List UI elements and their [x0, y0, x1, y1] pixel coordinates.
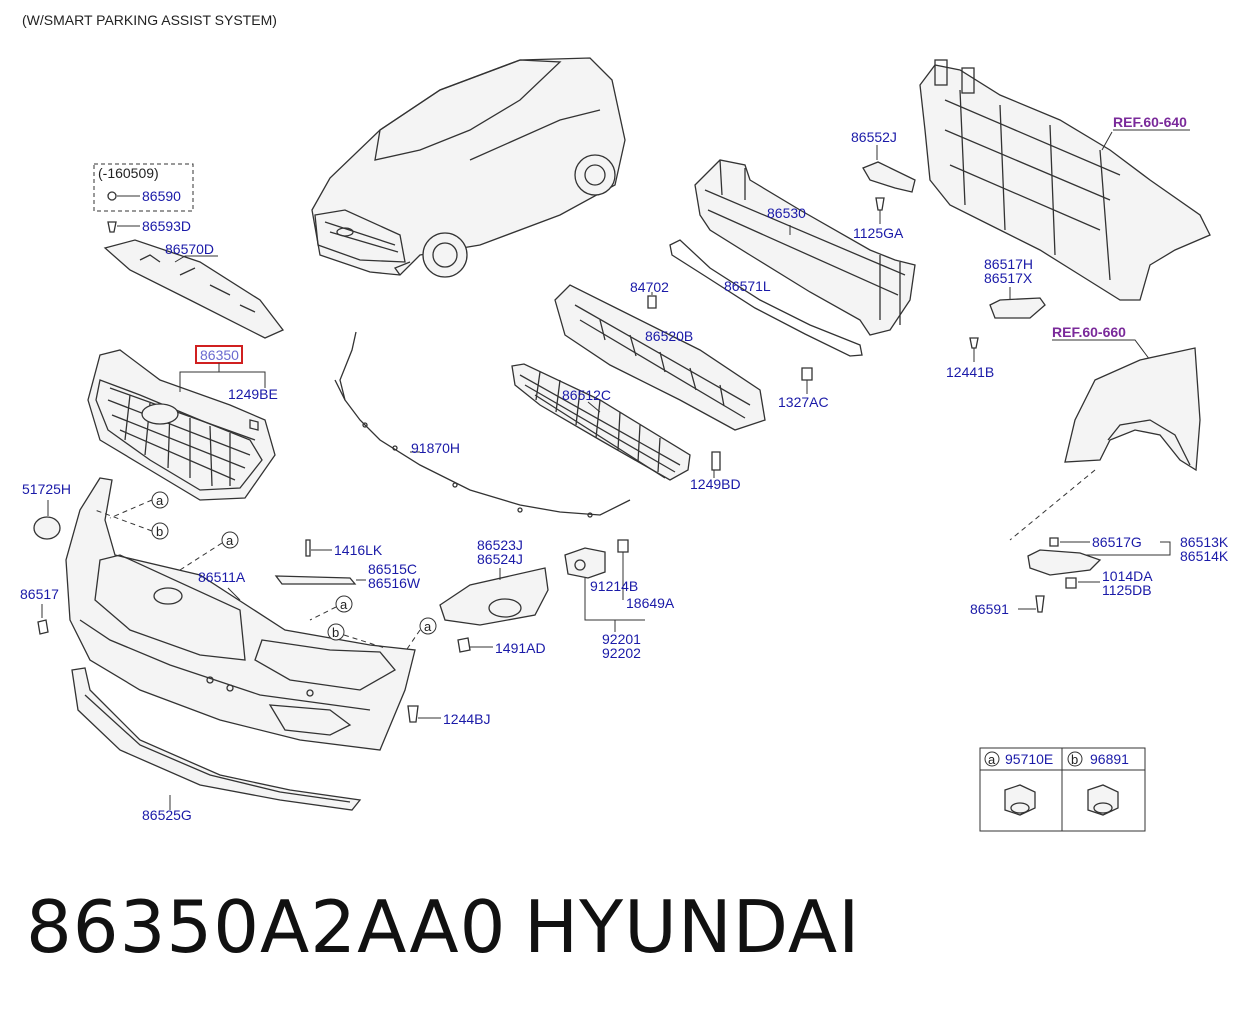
- label-92201[interactable]: 92201: [602, 631, 641, 647]
- lower-bar-group: 86571L 1327AC: [669, 239, 863, 410]
- label-86514K[interactable]: 86514K: [1180, 548, 1229, 564]
- label-86571L[interactable]: 86571L: [724, 278, 771, 294]
- label-1244BJ[interactable]: 1244BJ: [443, 711, 490, 727]
- fender-group: REF.60-660: [1009, 324, 1201, 541]
- energy-absorber-group: 84702 86520B: [554, 279, 766, 431]
- label-86593D[interactable]: 86593D: [142, 218, 191, 234]
- label-86530[interactable]: 86530: [767, 205, 806, 221]
- label-86512C[interactable]: 86512C: [562, 387, 611, 403]
- legend-box: a 95710E b 96891: [979, 747, 1146, 832]
- label-12441B[interactable]: 12441B: [946, 364, 994, 380]
- radiator-grille-group: 86350 1249BE: [87, 345, 278, 501]
- variant-box-label: (-160509): [98, 165, 159, 181]
- side-bracket-group: 86517H 86517X 12441B: [946, 256, 1046, 380]
- callout-a-1: a: [156, 493, 164, 508]
- bumper-cover-group: a b a 86511A a b a: [65, 477, 437, 751]
- legend-key-b: b: [1071, 752, 1078, 767]
- lower-lip-group: 86525G 1244BJ: [71, 667, 490, 823]
- label-91214B[interactable]: 91214B: [590, 578, 638, 594]
- label-86570D[interactable]: 86570D: [165, 241, 214, 257]
- lower-grille-group: 86512C 1249BD: [511, 363, 741, 492]
- label-18649A[interactable]: 18649A: [626, 595, 675, 611]
- legend-key-a: a: [988, 752, 996, 767]
- upper-cover-group: (-160509) 86590 86593D 86570D: [93, 163, 285, 339]
- label-1249BE[interactable]: 1249BE: [228, 386, 278, 402]
- label-1491AD[interactable]: 1491AD: [495, 640, 546, 656]
- label-1327AC[interactable]: 1327AC: [778, 394, 829, 410]
- label-1125DB[interactable]: 1125DB: [1102, 582, 1152, 598]
- label-1125GA[interactable]: 1125GA: [853, 225, 904, 241]
- callout-a-3: a: [340, 597, 348, 612]
- label-86591[interactable]: 86591: [970, 601, 1009, 617]
- label-86520B[interactable]: 86520B: [645, 328, 693, 344]
- legend-part-96891[interactable]: 96891: [1090, 751, 1129, 767]
- label-86552J[interactable]: 86552J: [851, 129, 897, 145]
- vehicle-illustration: [311, 57, 626, 278]
- carrier-group: REF.60-640: [919, 59, 1211, 301]
- emblem-group: 51725H 86517: [20, 481, 71, 635]
- lower-bracket-group: 86517G 86513K 86514K 1014DA 1125DB 86591: [970, 534, 1229, 617]
- header-note: (W/SMART PARKING ASSIST SYSTEM): [22, 12, 277, 28]
- footer-part-number: 86350A2AA0: [26, 885, 507, 969]
- label-84702[interactable]: 84702: [630, 279, 669, 295]
- garnish-group: 1416LK 86515C 86516W: [274, 539, 421, 591]
- label-86525G[interactable]: 86525G: [142, 807, 192, 823]
- label-51725H[interactable]: 51725H: [22, 481, 71, 497]
- bracket-86552J-group: 86552J 1125GA: [851, 129, 916, 241]
- label-86524J[interactable]: 86524J: [477, 551, 523, 567]
- ref-60-640[interactable]: REF.60-640: [1113, 114, 1187, 130]
- bumper-beam-group: 86530: [694, 159, 916, 336]
- sensor-icon-b: [1087, 784, 1119, 816]
- parts-diagram: (W/SMART PARKING ASSIST SYSTEM) (-160509…: [20, 12, 1229, 832]
- callout-a-2: a: [226, 533, 234, 548]
- label-86517[interactable]: 86517: [20, 586, 59, 602]
- label-86517G[interactable]: 86517G: [1092, 534, 1142, 550]
- label-86350[interactable]: 86350: [200, 347, 239, 363]
- label-91870H[interactable]: 91870H: [411, 440, 460, 456]
- fog-lamp-group: 86523J 86524J 1491AD 91214B 18649A 92201…: [439, 537, 675, 661]
- label-86511A[interactable]: 86511A: [198, 569, 246, 585]
- label-86515C[interactable]: 86515C: [368, 561, 417, 577]
- label-1014DA[interactable]: 1014DA: [1102, 568, 1153, 584]
- label-86517H[interactable]: 86517H: [984, 256, 1033, 272]
- sensor-icon-a: [1004, 784, 1036, 816]
- callout-b-1: b: [156, 524, 163, 539]
- label-86523J[interactable]: 86523J: [477, 537, 523, 553]
- legend-part-95710E[interactable]: 95710E: [1005, 751, 1053, 767]
- label-1249BD[interactable]: 1249BD: [690, 476, 741, 492]
- label-86513K[interactable]: 86513K: [1180, 534, 1229, 550]
- ref-60-660[interactable]: REF.60-660: [1052, 324, 1126, 340]
- footer-brand: HYUNDAI: [524, 885, 861, 969]
- callout-a-4: a: [424, 619, 432, 634]
- wiring-harness-group: 91870H: [334, 331, 631, 518]
- label-92202[interactable]: 92202: [602, 645, 641, 661]
- label-1416LK[interactable]: 1416LK: [334, 542, 383, 558]
- label-86590[interactable]: 86590: [142, 188, 181, 204]
- label-86516W[interactable]: 86516W: [368, 575, 421, 591]
- callout-b-2: b: [332, 625, 339, 640]
- label-86517X[interactable]: 86517X: [984, 270, 1033, 286]
